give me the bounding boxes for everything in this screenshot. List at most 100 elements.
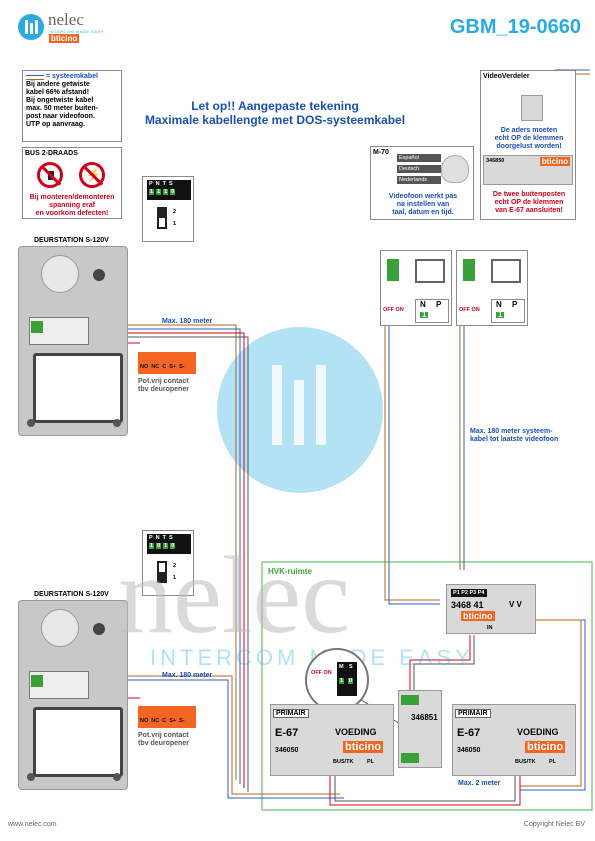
ms-switch: OFF ON [311,670,332,676]
videoverdeler-note: De aders moeten echt OP de klemmen doorg… [494,127,564,150]
switch-label: 1 [173,221,177,227]
notice-title: Let op!! Aangepaste tekening Maximale ka… [144,99,406,127]
switch-label: 2 [173,563,177,569]
bus-warning-box: BUS 2-DRAADS ⚡ Bij monteren/demonteren s… [22,147,122,219]
psu-pl: PL [367,759,375,765]
cable-label-right: Max. 180 meter systeem- kabel tot laatst… [470,428,559,443]
bus-module: 346851 [398,690,442,768]
relay-terminal-label: S+ [169,718,177,724]
pnts-label: T [162,535,167,541]
psu-model: E-67 [457,727,481,739]
nameplate-frame [33,707,123,777]
hvk-label: HVK-ruimte [268,567,313,576]
psu-part: 346050 [275,747,299,754]
pnts-label: P [149,535,153,541]
logo-mark-icon [18,14,44,40]
door-station-1-label: DEURSTATION S-120V [34,237,109,244]
ms-value: 0 [348,678,354,684]
np-label: P [512,300,518,309]
screw-icon [27,419,35,427]
dip-switch-icon [157,207,167,229]
screw-icon [27,773,35,781]
psu-thumbnail: 346850 bticino [483,155,573,185]
camera-icon [41,609,79,647]
relay-terminal-label: S- [179,364,185,370]
menu-item-espanol: Español [397,154,441,162]
footer-right: Copyright Nelec BV [523,821,585,828]
pnts-value: 0 [156,543,162,549]
pnts-value: 1 [149,189,155,195]
psu-part: 346050 [457,747,481,754]
menu-item-nederlands: Nederlands [397,176,441,184]
psu-bus: BUS/TK [515,759,536,765]
videophone-2: OFF ON N P 1 [456,250,528,326]
door-station-2-label: DEURSTATION S-120V [34,591,109,598]
relay-terminal-label: S+ [169,364,177,370]
lens-icon [93,623,105,635]
screw-icon [113,773,121,781]
legend-box: = systeemkabel Bij andere getwiste kabel… [22,70,122,142]
switch-label: 2 [173,209,177,215]
videophone-switch: OFF ON [383,307,404,313]
pnts-label: T [162,181,167,187]
distributor-ports: P1 P2 P3 P4 [451,589,487,597]
psu-title: VOEDING [517,727,559,737]
m70-note: Videofoon werkt pas na instellen van taa… [388,193,458,216]
distributor-in: IN [487,625,493,631]
switch-label: 1 [173,575,177,581]
psu-tag: PRIMAIR [455,709,491,718]
module-part: 346851 [411,713,438,722]
pnts-value: 1 [156,189,162,195]
np-value: 1 [420,310,429,319]
psu-thumb-part: 346850 [486,158,505,164]
no-voltage-icon: ⚡ [79,162,105,188]
m70-box: M-70 Español Deutsch Nederlands Videofoo… [370,146,474,220]
video-distributor: P1 P2 P3 P4 3468 41 V V bticino IN [446,584,536,634]
videophone-1: OFF ON N P 1 [380,250,452,326]
menu-item-deutsch: Deutsch [397,165,441,173]
monitor-icon [415,259,445,283]
legend-line: Bij ongetwiste kabel [26,97,94,104]
pnts-value: 1 [163,543,169,549]
pnts-value: 1 [149,543,155,549]
psu-tag: PRIMAIR [273,709,309,718]
m70-title: M-70 [373,149,389,156]
hand-pointer-icon [441,155,469,183]
np-label: P [436,300,442,309]
np-label: N [420,300,426,309]
videoverdeler-note2: De twee buitenposten echt OP de klemmen … [492,191,566,214]
power-supply-right: PRIMAIR E-67 VOEDING 346050 bticino BUS/… [452,704,576,776]
nelec-logo: nelec INTERCOM MADE EASY bticino [18,10,108,48]
pnts-label: N [155,181,160,187]
psu-brand: bticino [343,741,384,753]
dip-switch-icon [157,561,167,583]
psu-thumb-brand: bticino [539,157,570,166]
lens-icon [93,269,105,281]
monitor-icon [491,259,521,283]
power-supply-left: PRIMAIR E-67 VOEDING 346050 bticino BUS/… [270,704,394,776]
pnts-value: 1 [163,189,169,195]
door-station-1 [18,246,128,436]
relay-terminal-label: NO [140,718,149,724]
relay-terminal-label: NC [151,364,160,370]
psu-bus: BUS/TK [333,759,354,765]
cable-label-middle: Max. 180 meter [162,672,213,679]
footer-left[interactable]: www.nelec.com [8,821,57,828]
distributor-thumbnail [521,95,543,121]
psu-pl: PL [549,759,557,765]
legend-line: UTP op aanvraag. [26,121,86,128]
distributor-brand: bticino [461,611,495,621]
watermark-text: nelec [118,534,351,656]
nameplate-frame [33,353,123,423]
relay-terminal-label: C [162,718,167,724]
videophone-switch: OFF ON [459,307,480,313]
psu-model: E-67 [275,727,299,739]
relay-terminal-label: C [162,364,167,370]
ms-setting-circle: OFF ON M S 1 0 [305,648,369,712]
legend-title: = systeemkabel [26,73,118,81]
cable-label-bottom: Max. 2 meter [458,780,501,787]
legend-line: max. 50 meter buiten- [26,105,98,112]
